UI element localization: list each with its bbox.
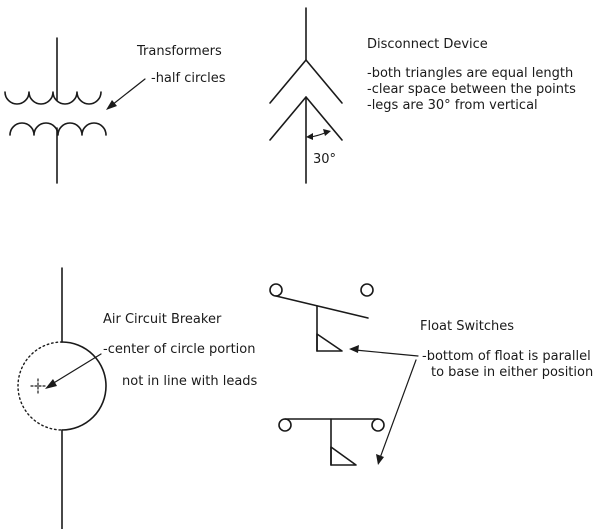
disconnect-note-3: -legs are 30° from vertical	[367, 98, 538, 113]
breaker-note-1: -center of circle portion	[103, 342, 255, 357]
float-pointer-arrows	[349, 345, 419, 465]
breaker-symbol	[17, 267, 107, 529]
disconnect-symbol	[269, 7, 343, 184]
float-lower-left-contact	[278, 418, 292, 432]
float-upper-right-contact	[360, 283, 374, 297]
transformer-upper-coil	[4, 91, 102, 105]
float-switch-upper	[269, 283, 374, 352]
float-lower-float	[330, 446, 357, 466]
transformer-lower-coil	[9, 122, 107, 136]
transformers-note: -half circles	[151, 71, 226, 86]
float-upper-float	[316, 333, 343, 352]
angle-label: 30°	[313, 152, 336, 167]
float-title: Float Switches	[420, 319, 514, 334]
disconnect-note-1: -both triangles are equal length	[367, 66, 573, 81]
breaker-center-mark	[30, 378, 46, 394]
breaker-dotted-arc	[17, 341, 63, 431]
angle-arrow	[306, 129, 331, 140]
breaker-title: Air Circuit Breaker	[103, 312, 222, 327]
float-switch-lower	[278, 418, 385, 466]
float-note-1: -bottom of float is parallel	[422, 349, 591, 364]
float-lower-right-contact	[371, 418, 385, 432]
breaker-note-2: not in line with leads	[122, 374, 258, 389]
disconnect-title: Disconnect Device	[367, 37, 488, 52]
disconnect-upper-chevron	[269, 59, 343, 104]
float-upper-left-contact	[269, 283, 283, 297]
breaker-pointer-arrow	[45, 353, 102, 389]
float-note-2: to base in either position	[431, 365, 593, 380]
transformers-pointer-arrow	[106, 78, 146, 110]
transformer-symbol	[4, 37, 107, 184]
transformers-title: Transformers	[136, 44, 222, 59]
float-upper-blade	[275, 295, 369, 319]
disconnect-note-2: -clear space between the points	[367, 82, 576, 97]
breaker-solid-arc	[61, 341, 107, 431]
